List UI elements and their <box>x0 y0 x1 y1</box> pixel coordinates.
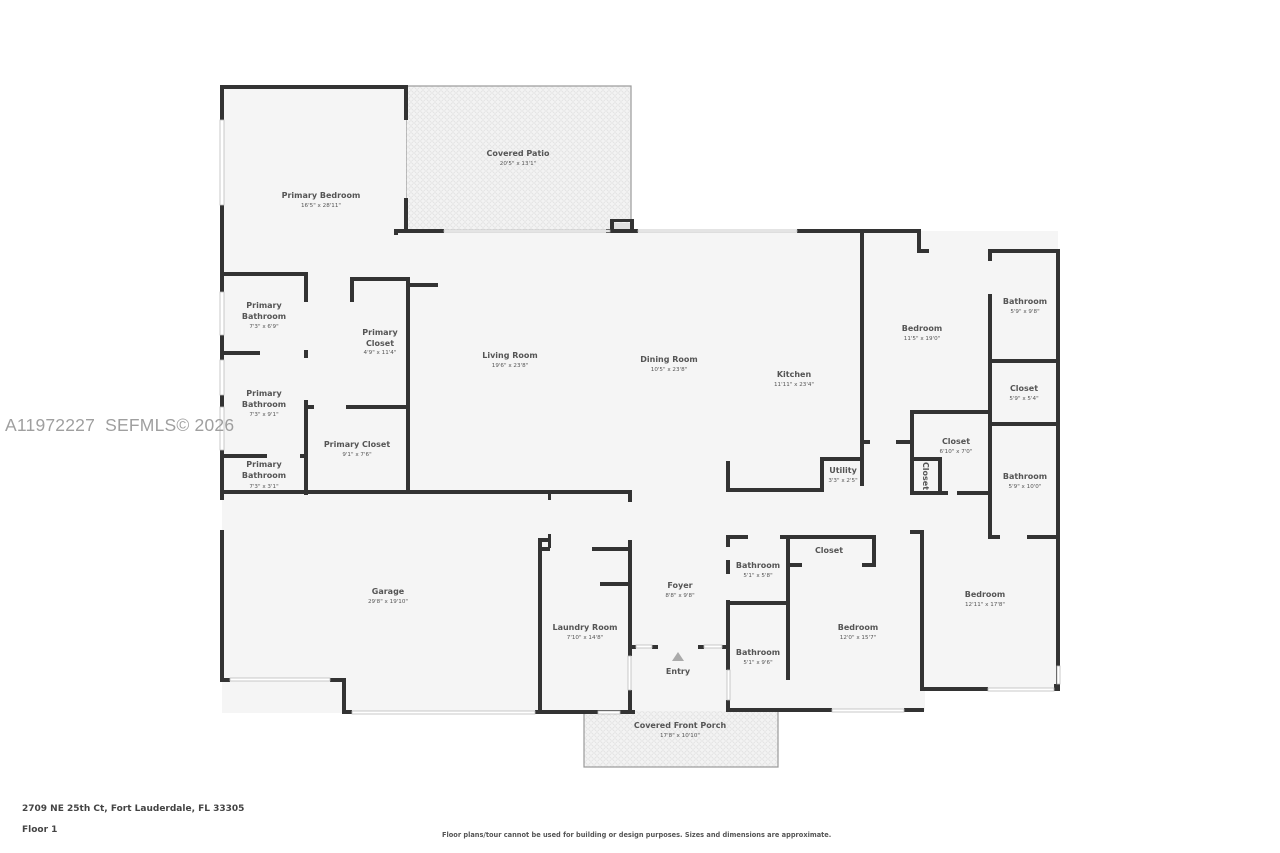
svg-text:Utility: Utility <box>829 466 857 475</box>
room-closet-1: Closet 5'9" x 5'4" <box>1009 384 1039 402</box>
svg-text:Laundry Room: Laundry Room <box>552 623 617 632</box>
svg-text:Bedroom: Bedroom <box>965 590 1006 599</box>
svg-text:Living Room: Living Room <box>482 351 538 360</box>
room-primary-closet-2: Primary Closet 9'1" x 7'6" <box>324 440 391 458</box>
svg-text:19'6" x 23'8": 19'6" x 23'8" <box>492 363 529 369</box>
room-primary-bedroom: Primary Bedroom 16'5" x 28'11" <box>282 191 361 209</box>
svg-text:10'5" x 23'8": 10'5" x 23'8" <box>651 367 688 373</box>
room-closet-2: Closet 6'10" x 7'0" <box>940 437 973 455</box>
svg-text:29'8" x 19'10": 29'8" x 19'10" <box>368 599 408 605</box>
svg-text:Entry: Entry <box>666 667 691 676</box>
svg-text:8'8" x 9'8": 8'8" x 9'8" <box>665 593 695 599</box>
entry-arrow-icon <box>672 652 684 661</box>
svg-text:Primary Bedroom: Primary Bedroom <box>282 191 361 200</box>
svg-text:5'1" x 5'8": 5'1" x 5'8" <box>743 573 773 579</box>
svg-text:Dining Room: Dining Room <box>640 355 698 364</box>
room-garage: Garage 29'8" x 19'10" <box>368 587 408 605</box>
interior-floor <box>222 88 1058 713</box>
svg-text:Bathroom: Bathroom <box>1003 297 1047 306</box>
svg-text:Primary: Primary <box>246 389 282 398</box>
svg-text:7'10" x 14'8": 7'10" x 14'8" <box>567 635 604 641</box>
svg-text:11'5" x 19'0": 11'5" x 19'0" <box>904 336 941 342</box>
svg-text:11'11" x 23'4": 11'11" x 23'4" <box>774 382 814 388</box>
windows <box>219 119 1061 715</box>
svg-text:7'3" x 3'1": 7'3" x 3'1" <box>249 484 279 490</box>
svg-text:5'9" x 9'8": 5'9" x 9'8" <box>1010 309 1040 315</box>
svg-text:5'9" x 10'0": 5'9" x 10'0" <box>1009 484 1042 490</box>
svg-text:17'8" x 10'10": 17'8" x 10'10" <box>660 733 700 739</box>
svg-text:Bathroom: Bathroom <box>242 400 286 409</box>
svg-text:16'5" x 28'11": 16'5" x 28'11" <box>301 203 341 209</box>
svg-text:9'1" x 7'6": 9'1" x 7'6" <box>342 452 372 458</box>
svg-text:Bathroom: Bathroom <box>736 648 780 657</box>
svg-text:Bedroom: Bedroom <box>838 623 879 632</box>
room-bedroom-2: Bedroom 12'0" x 15'7" <box>838 623 879 641</box>
floor-label: Floor 1 <box>22 825 58 835</box>
svg-text:7'3" x 6'9": 7'3" x 6'9" <box>249 324 279 330</box>
room-bathroom-2: Bathroom 5'9" x 10'0" <box>1003 472 1047 490</box>
room-kitchen: Kitchen 11'11" x 23'4" <box>774 370 814 388</box>
svg-text:5'9" x 5'4": 5'9" x 5'4" <box>1009 396 1039 402</box>
room-labels: Covered Patio 20'5" x 13'1" Primary Bedr… <box>242 149 1047 739</box>
svg-text:Closet: Closet <box>815 546 843 555</box>
entry-label: Entry <box>666 667 691 676</box>
room-bedroom-1: Bedroom 11'5" x 19'0" <box>902 324 943 342</box>
room-covered-front-porch: Covered Front Porch 17'8" x 10'10" <box>634 721 727 739</box>
property-address: 2709 NE 25th Ct, Fort Lauderdale, FL 333… <box>22 804 245 814</box>
room-primary-bathroom-1: Primary Bathroom 7'3" x 6'9" <box>242 301 286 330</box>
room-bathroom-4: Bathroom 5'1" x 9'6" <box>736 648 780 666</box>
svg-text:Closet: Closet <box>1010 384 1038 393</box>
svg-text:Bathroom: Bathroom <box>736 561 780 570</box>
room-living-room: Living Room 19'6" x 23'8" <box>482 351 538 369</box>
svg-text:12'11" x 17'8": 12'11" x 17'8" <box>965 602 1005 608</box>
svg-text:12'0" x 15'7": 12'0" x 15'7" <box>840 635 877 641</box>
svg-text:Covered Patio: Covered Patio <box>487 149 551 158</box>
svg-text:7'3" x 9'1": 7'3" x 9'1" <box>249 412 279 418</box>
svg-text:4'9" x 11'4": 4'9" x 11'4" <box>364 350 397 356</box>
svg-text:Primary: Primary <box>246 460 282 469</box>
room-closet-3: Closet <box>921 462 930 490</box>
svg-text:Primary: Primary <box>362 328 398 337</box>
room-primary-bathroom-3: Primary Bathroom 7'3" x 3'1" <box>242 460 286 490</box>
walls <box>220 85 1060 714</box>
room-bedroom-3: Bedroom 12'11" x 17'8" <box>965 590 1006 608</box>
svg-text:Garage: Garage <box>372 587 405 596</box>
svg-text:5'1" x 9'6": 5'1" x 9'6" <box>743 660 773 666</box>
mls-watermark: A11972227 SEFMLS© 2026 <box>5 415 235 435</box>
room-dining-room: Dining Room 10'5" x 23'8" <box>640 355 698 373</box>
svg-text:Closet: Closet <box>921 462 930 490</box>
room-closet-4: Closet <box>815 546 843 555</box>
svg-text:Bathroom: Bathroom <box>242 471 286 480</box>
svg-text:Bathroom: Bathroom <box>242 312 286 321</box>
room-foyer: Foyer 8'8" x 9'8" <box>665 581 695 599</box>
room-primary-bathroom-2: Primary Bathroom 7'3" x 9'1" <box>242 389 286 418</box>
svg-text:Closet: Closet <box>942 437 970 446</box>
svg-text:3'3" x 2'5": 3'3" x 2'5" <box>828 478 858 484</box>
svg-text:Bedroom: Bedroom <box>902 324 943 333</box>
svg-text:Primary Closet: Primary Closet <box>324 440 391 449</box>
svg-text:Foyer: Foyer <box>667 581 692 590</box>
room-covered-patio: Covered Patio 20'5" x 13'1" <box>487 149 551 167</box>
svg-text:Closet: Closet <box>366 339 394 348</box>
svg-text:Kitchen: Kitchen <box>777 370 812 379</box>
svg-text:6'10" x 7'0": 6'10" x 7'0" <box>940 449 973 455</box>
svg-text:Bathroom: Bathroom <box>1003 472 1047 481</box>
room-bathroom-3: Bathroom 5'1" x 5'8" <box>736 561 780 579</box>
covered-patio-area <box>406 86 631 231</box>
disclaimer-text: Floor plans/tour cannot be used for buil… <box>442 831 832 839</box>
room-utility: Utility 3'3" x 2'5" <box>828 466 858 484</box>
room-primary-closet-1: Primary Closet 4'9" x 11'4" <box>362 328 398 356</box>
svg-text:20'5" x 13'1": 20'5" x 13'1" <box>500 161 537 167</box>
svg-text:Covered Front Porch: Covered Front Porch <box>634 721 727 730</box>
svg-text:Primary: Primary <box>246 301 282 310</box>
room-bathroom-1: Bathroom 5'9" x 9'8" <box>1003 297 1047 315</box>
room-laundry-room: Laundry Room 7'10" x 14'8" <box>552 623 617 641</box>
